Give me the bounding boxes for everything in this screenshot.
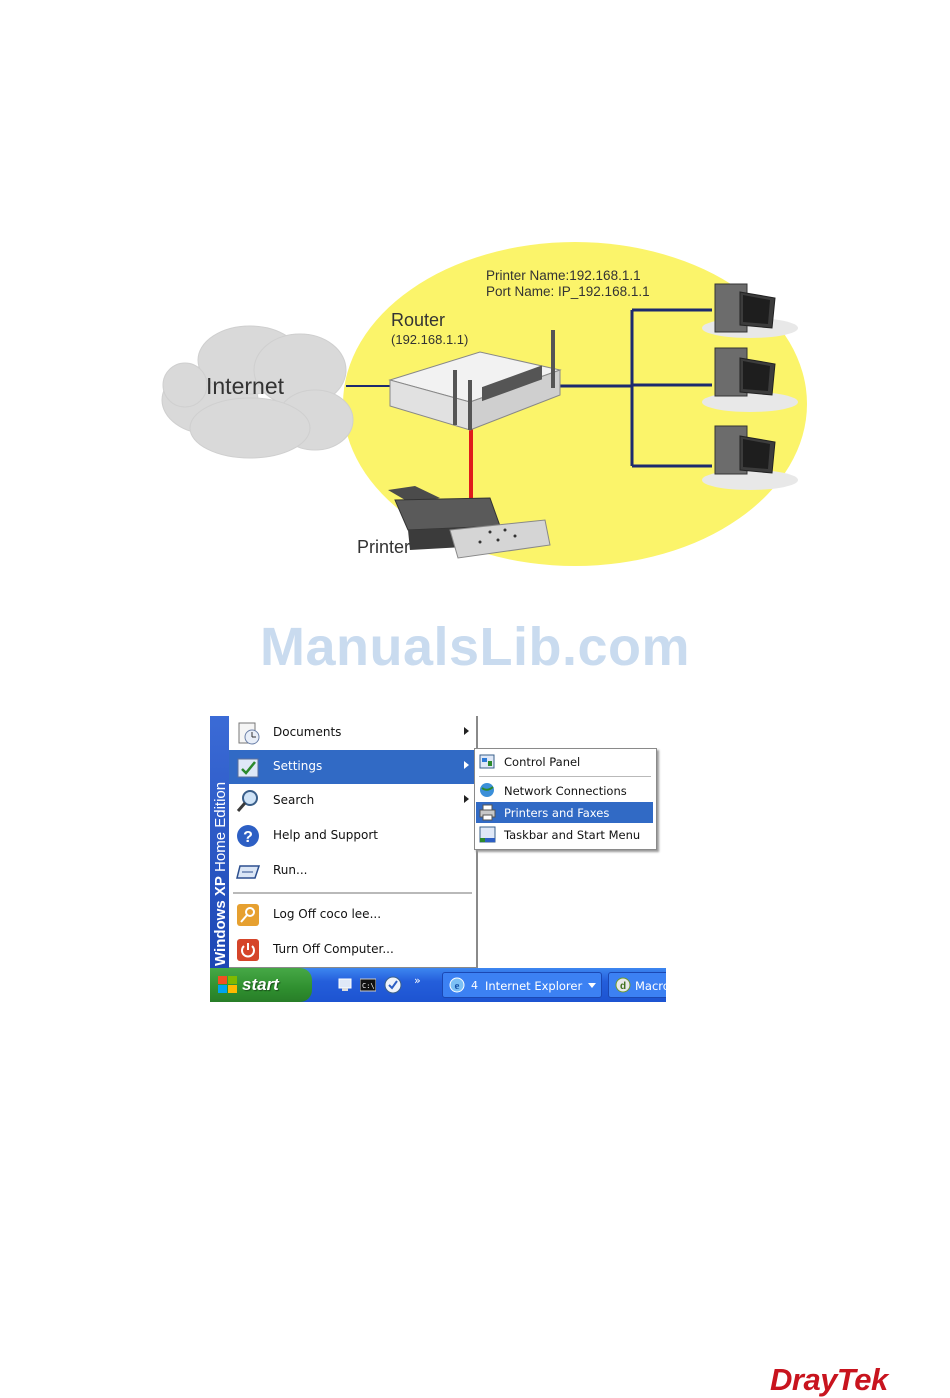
draytek-logo: DrayTek — [770, 1362, 888, 1397]
taskbar-button-label: Macro — [635, 979, 666, 993]
logoff-icon — [237, 904, 259, 926]
svg-text:e: e — [455, 980, 460, 992]
start-menu: Documents Settings Search ? Help and Sup… — [229, 716, 478, 968]
printer-name-label: Printer Name:192.168.1.1 — [486, 268, 641, 283]
pc-3 — [702, 425, 798, 490]
menu-item-label: Run... — [273, 863, 308, 877]
internet-explorer-icon: e — [449, 977, 465, 993]
svg-text:?: ? — [243, 829, 253, 846]
taskbar-button-macromedia[interactable]: d Macro — [608, 972, 666, 998]
taskbar-button-label: Internet Explorer — [485, 979, 583, 993]
menu-item-search[interactable]: Search — [229, 784, 475, 818]
submenu-item-printers-faxes[interactable]: Printers and Faxes — [476, 802, 653, 823]
taskbar: start C:\ » e 4 Internet Explorer d Macr… — [210, 968, 666, 1002]
pc-2 — [702, 347, 798, 412]
taskbar-icon — [479, 826, 496, 843]
submenu-arrow-icon — [464, 761, 469, 769]
menu-item-label: Search — [273, 793, 315, 807]
menu-item-help[interactable]: ? Help and Support — [229, 819, 475, 853]
submenu-item-label: Network Connections — [504, 784, 627, 798]
search-icon — [236, 790, 258, 812]
power-icon — [237, 939, 259, 961]
start-menu-sidebar: Windows XP Home Edition — [210, 716, 229, 968]
menu-item-label: Log Off coco lee... — [273, 907, 382, 921]
start-label: start — [242, 975, 279, 994]
svg-text:C:\: C:\ — [362, 982, 375, 990]
submenu-arrow-icon — [464, 727, 469, 735]
quick-launch-icon[interactable] — [384, 976, 402, 994]
menu-item-turn-off[interactable]: Turn Off Computer... — [229, 933, 475, 967]
internet-cloud — [161, 325, 354, 459]
router-label: Router — [391, 310, 446, 330]
taskbar-button-internet-explorer[interactable]: e 4 Internet Explorer — [442, 972, 602, 998]
menu-item-settings[interactable]: Settings — [229, 750, 475, 784]
submenu-item-label: Control Panel — [504, 755, 581, 769]
settings-submenu: Control Panel Network Connections Printe… — [474, 748, 657, 850]
start-button[interactable]: start — [210, 968, 312, 1002]
menu-item-run[interactable]: Run... — [229, 854, 475, 888]
submenu-item-label: Taskbar and Start Menu — [504, 828, 641, 842]
lan-zone — [343, 242, 807, 566]
sidebar-edition-text: Windows XP Home Edition — [212, 781, 229, 966]
submenu-item-taskbar[interactable]: Taskbar and Start Menu — [476, 824, 653, 845]
menu-item-label: Settings — [273, 759, 323, 773]
command-prompt-icon[interactable]: C:\ — [360, 977, 376, 993]
menu-separator — [233, 892, 472, 894]
chevron-down-icon — [588, 983, 596, 988]
windows-logo-icon — [218, 976, 237, 993]
router-ip: (192.168.1.1) — [391, 332, 469, 347]
internet-label: Internet — [206, 373, 284, 399]
diagram-graphic — [161, 242, 807, 566]
xp-start-menu-screenshot: Windows XP Home Edition Documents Settin… — [210, 716, 666, 1002]
submenu-item-label: Printers and Faxes — [504, 806, 610, 820]
router-device — [388, 330, 562, 431]
menu-item-label: Documents — [273, 725, 342, 739]
lan-links — [550, 308, 712, 468]
submenu-arrow-icon — [464, 795, 469, 803]
watermark: ManualsLib.com — [259, 617, 691, 677]
menu-item-documents[interactable]: Documents — [229, 716, 475, 750]
run-icon — [236, 865, 261, 879]
printer-device — [388, 486, 551, 559]
macromedia-icon: d — [615, 977, 631, 993]
pc-1 — [702, 283, 798, 338]
printer-icon — [479, 804, 496, 821]
network-diagram: Internet Router (192.168.1.1) Printer Na… — [150, 230, 820, 575]
printer-label: Printer — [357, 537, 411, 557]
chevron-right-icon[interactable]: » — [414, 974, 421, 987]
submenu-separator — [479, 776, 651, 777]
help-icon: ? — [237, 825, 259, 847]
settings-icon — [237, 758, 259, 778]
network-icon — [480, 783, 494, 797]
menu-item-logoff[interactable]: Log Off coco lee... — [229, 898, 475, 932]
menu-item-label: Help and Support — [273, 828, 378, 842]
submenu-item-network[interactable]: Network Connections — [476, 780, 653, 801]
router-ip-value: 192.168.1.1 — [395, 332, 465, 347]
port-name-label: Port Name: IP_192.168.1.1 — [486, 284, 650, 299]
menu-item-label: Turn Off Computer... — [273, 942, 394, 956]
documents-icon — [238, 722, 260, 745]
svg-text:d: d — [620, 981, 626, 992]
window-count: 4 — [471, 979, 478, 992]
show-desktop-icon[interactable] — [338, 977, 354, 993]
control-panel-icon — [479, 754, 495, 769]
submenu-item-control-panel[interactable]: Control Panel — [476, 751, 653, 772]
